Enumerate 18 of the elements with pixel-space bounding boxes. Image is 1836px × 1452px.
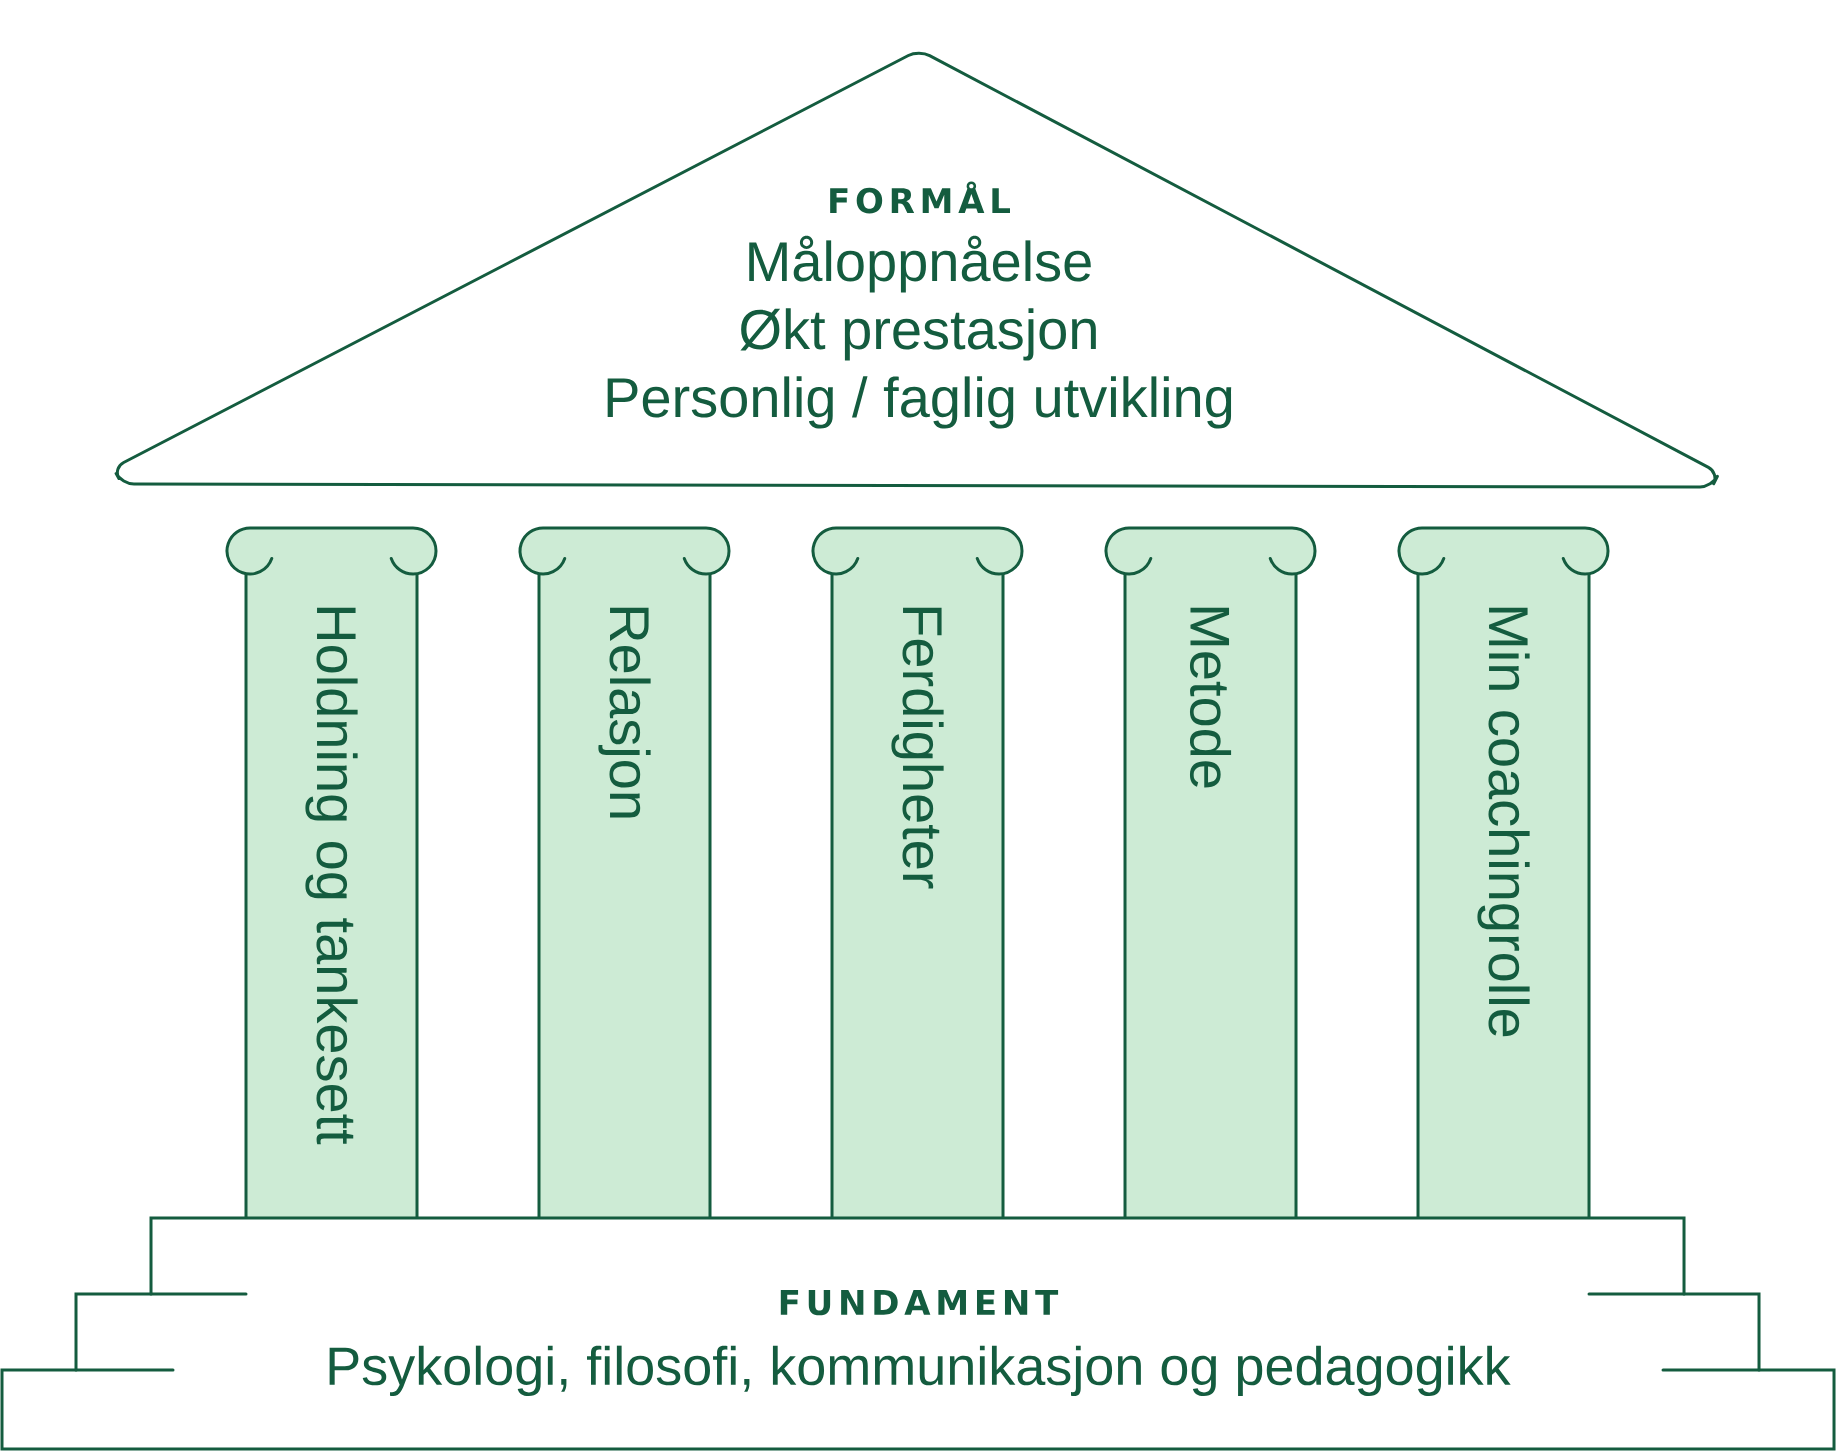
column-label: Min coachingrolle <box>1477 607 1530 1037</box>
heading: FUNDAMENT <box>780 1290 1059 1316</box>
body-text: Måloppnåelse <box>749 235 1091 293</box>
column <box>1104 526 1317 1218</box>
column <box>1397 526 1610 1218</box>
column-label: Holdning og tankesett <box>305 607 358 1145</box>
heading: FORMÅL <box>830 181 1010 214</box>
roof-triangle <box>114 51 1719 489</box>
column-label: Ferdigheter <box>891 607 944 889</box>
column <box>811 526 1024 1218</box>
column-label: Relasjon <box>598 607 651 818</box>
column-label: Metode <box>1189 607 1232 788</box>
column <box>518 526 731 1218</box>
column <box>225 526 438 1218</box>
body-text: Personlig / faglig utvikling <box>607 376 1232 429</box>
stepped-base <box>0 1216 1836 1451</box>
body-text: Økt prestasjon <box>740 308 1096 361</box>
body-text: Psykologi, filosofi, kommunikasjon og pedagogikk <box>329 1345 1511 1396</box>
